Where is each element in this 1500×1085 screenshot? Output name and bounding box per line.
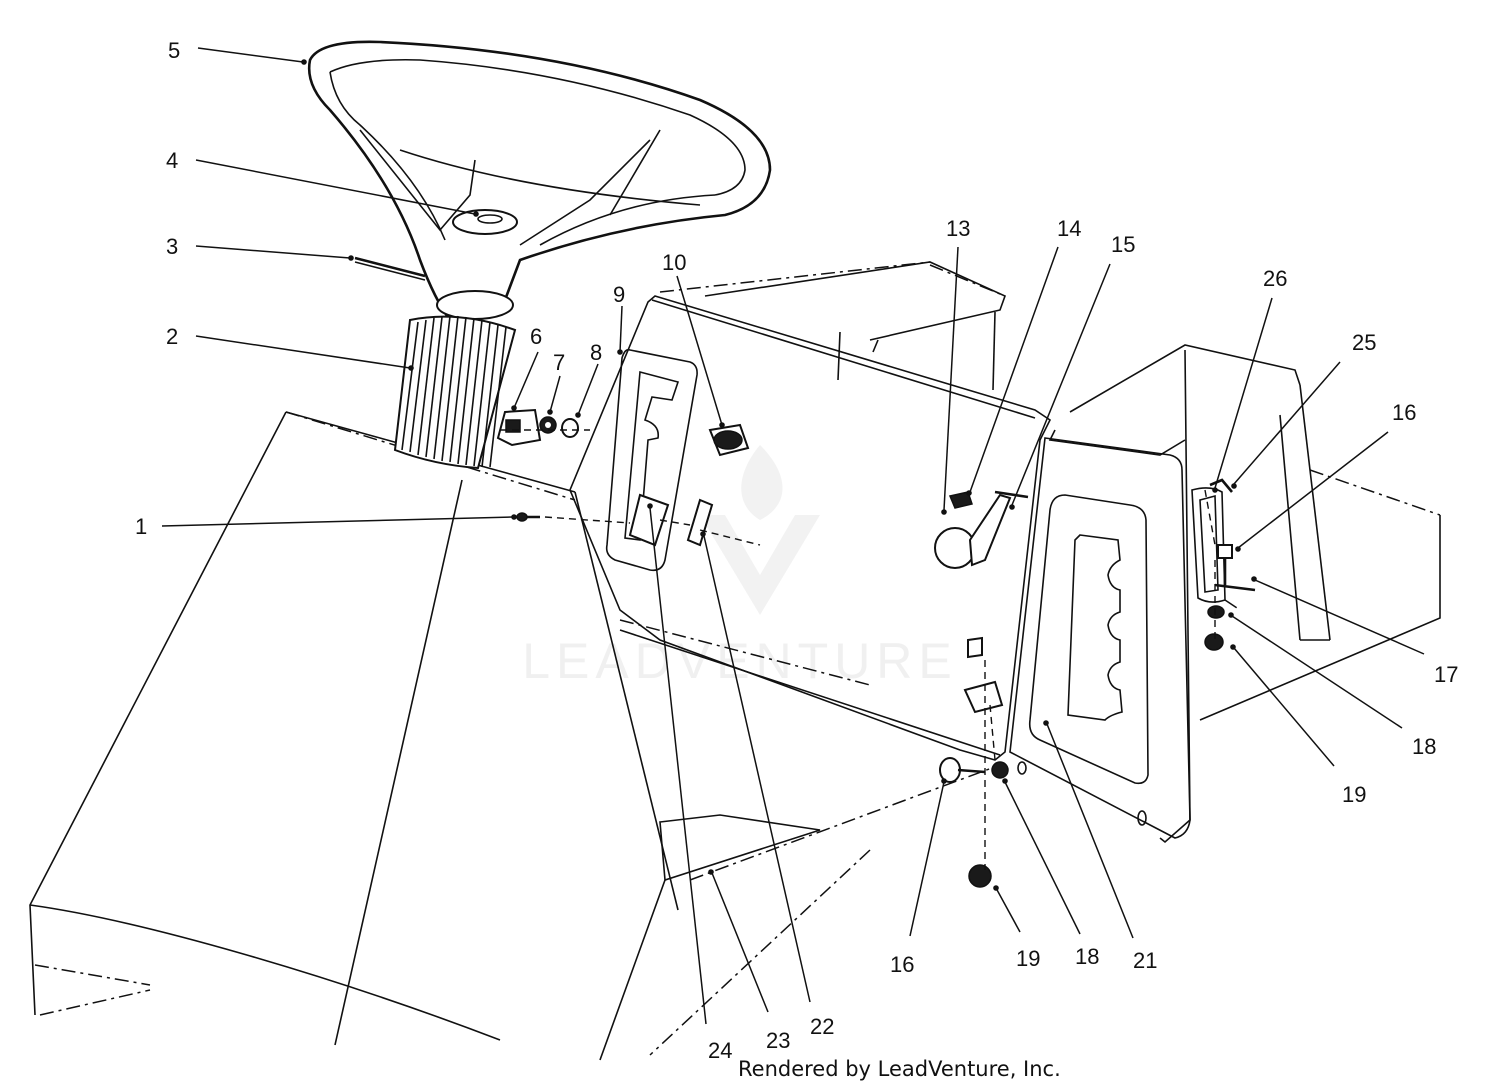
quadrant-bracket <box>1191 478 1233 603</box>
callout-13: 13 <box>946 216 970 241</box>
callout-15: 15 <box>1111 232 1135 257</box>
callout-19-lower: 19 <box>1016 946 1040 971</box>
callout-4: 4 <box>166 148 178 173</box>
callout-22: 22 <box>810 1014 834 1039</box>
callout-19-upper: 19 <box>1342 782 1366 807</box>
right-hardware <box>1204 489 1256 651</box>
callout-7: 7 <box>553 350 565 375</box>
leadventure-watermark-logo: LEADVENTURE <box>522 445 958 689</box>
leader-lines <box>161 47 1425 1025</box>
hood <box>29 411 679 1046</box>
ignition-switch-parts <box>496 408 750 547</box>
fender-deck <box>599 344 1441 1061</box>
callout-18-upper: 18 <box>1412 734 1436 759</box>
callout-3: 3 <box>166 234 178 259</box>
shift-plate <box>1009 437 1191 839</box>
callout-labels: 5 4 3 2 1 6 7 8 9 10 13 14 15 26 25 16 1… <box>135 38 1458 1063</box>
callout-5: 5 <box>168 38 180 63</box>
brake-pedal-hardware <box>939 660 1027 888</box>
callout-23: 23 <box>766 1028 790 1053</box>
callout-16-upper: 16 <box>1392 400 1416 425</box>
callout-17: 17 <box>1434 662 1458 687</box>
callout-6: 6 <box>530 324 542 349</box>
callout-25: 25 <box>1352 330 1376 355</box>
callout-2: 2 <box>166 324 178 349</box>
callout-14: 14 <box>1057 216 1081 241</box>
steering-wheel <box>307 40 772 323</box>
callout-8: 8 <box>590 340 602 365</box>
watermark-text: LEADVENTURE <box>522 633 958 689</box>
callout-10: 10 <box>662 250 686 275</box>
assembly-lines <box>500 429 761 546</box>
dash-panel <box>569 261 1052 761</box>
callout-1: 1 <box>135 514 147 539</box>
render-credit: Rendered by LeadVenture, Inc. <box>738 1057 1061 1081</box>
throttle-lever-parts <box>934 490 1029 714</box>
column-spacer <box>393 315 517 470</box>
callout-26: 26 <box>1263 266 1287 291</box>
callout-9: 9 <box>613 282 625 307</box>
callout-16-lower: 16 <box>890 952 914 977</box>
callout-24: 24 <box>708 1038 732 1063</box>
callout-18-lower: 18 <box>1075 944 1099 969</box>
callout-21: 21 <box>1133 948 1157 973</box>
